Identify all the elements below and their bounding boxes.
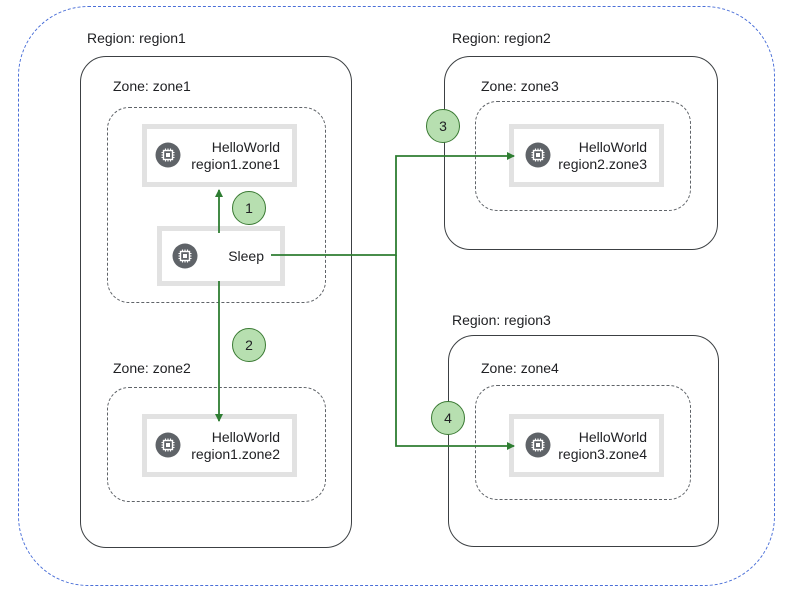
service-location: region1.zone2: [191, 445, 280, 462]
step-badge-1: 1: [232, 191, 266, 225]
zone2-label: Zone: zone2: [113, 360, 191, 376]
step-badge-4: 4: [431, 401, 465, 435]
chip-icon: [525, 142, 551, 168]
region2-label: Region: region2: [452, 30, 551, 46]
chip-icon: [172, 243, 198, 269]
service-helloworld-region3-zone4[interactable]: HelloWorld region3.zone4: [509, 414, 664, 477]
service-location: region3.zone4: [558, 445, 647, 462]
service-name: HelloWorld: [578, 138, 647, 155]
zone4-label: Zone: zone4: [481, 360, 559, 376]
service-location: region1.zone1: [191, 155, 280, 172]
step-badge-3: 3: [426, 109, 460, 143]
arrow-sleep-to-zone3: [271, 152, 515, 256]
service-name: HelloWorld: [211, 428, 280, 445]
zone1-label: Zone: zone1: [113, 78, 191, 94]
arrow-sleep-to-zone4: [395, 255, 515, 450]
step-badge-2: 2: [232, 328, 266, 362]
service-name: HelloWorld: [578, 428, 647, 445]
zone4-box: [475, 385, 691, 500]
service-name: Sleep: [228, 247, 264, 264]
zone3-label: Zone: zone3: [481, 78, 559, 94]
chip-icon: [155, 142, 181, 168]
zone1-box: [107, 107, 326, 303]
service-helloworld-region1-zone1[interactable]: HelloWorld region1.zone1: [142, 124, 297, 187]
chip-icon: [525, 432, 551, 458]
region3-label: Region: region3: [452, 312, 551, 328]
region1-label: Region: region1: [87, 30, 186, 46]
service-helloworld-region1-zone2[interactable]: HelloWorld region1.zone2: [142, 414, 297, 477]
service-helloworld-region2-zone3[interactable]: HelloWorld region2.zone3: [509, 124, 664, 187]
chip-icon: [155, 432, 181, 458]
outer-boundary: [18, 6, 775, 586]
service-name: HelloWorld: [211, 138, 280, 155]
service-sleep[interactable]: Sleep: [157, 226, 285, 286]
zone2-box: [107, 387, 326, 502]
service-location: region2.zone3: [558, 155, 647, 172]
